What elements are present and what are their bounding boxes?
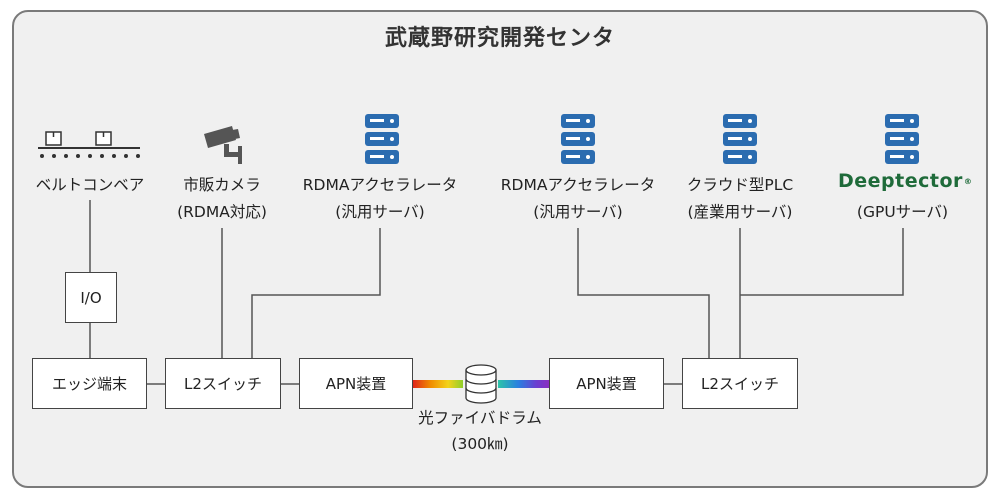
conveyor-name: ベルトコンベア	[35, 176, 145, 194]
server-icon	[561, 114, 595, 164]
io-box: I/O	[65, 272, 117, 323]
fiber-drum-icon	[465, 364, 497, 404]
fiber-label: 光ファイバドラム (300㎞)	[405, 405, 555, 457]
l2-switch-right-box: L2スイッチ	[682, 358, 798, 409]
wire-server-right-switch	[577, 228, 710, 358]
conveyor-label: ベルトコンベア	[20, 172, 160, 199]
registered-mark-icon: ®	[963, 177, 973, 186]
server-right-label: RDMAアクセラレータ (汎用サーバ)	[488, 172, 668, 226]
server-left-note: (汎用サーバ)	[335, 203, 425, 221]
plc-label: クラウド型PLC (産業用サーバ)	[665, 172, 815, 226]
apn-right-box: APN装置	[549, 358, 664, 409]
server-icon	[723, 114, 757, 164]
plc-note: (産業用サーバ)	[687, 203, 793, 221]
plc-name: クラウド型PLC	[686, 176, 794, 194]
server-right-note: (汎用サーバ)	[533, 203, 623, 221]
fiber-rainbow-left	[413, 380, 463, 388]
server-left-label: RDMAアクセラレータ (汎用サーバ)	[290, 172, 470, 226]
camera-note: (RDMA対応)	[177, 203, 267, 221]
deeptector-logo-text: Deeptector	[838, 170, 963, 192]
fiber-name: 光ファイバドラム	[418, 409, 542, 427]
server-right-name: RDMAアクセラレータ	[500, 176, 656, 194]
gpu-note: (GPUサーバ)	[856, 203, 949, 221]
edge-terminal-box: エッジ端末	[32, 358, 147, 409]
server-icon	[365, 114, 399, 164]
deeptector-logo: Deeptector®	[838, 170, 972, 192]
server-icon	[885, 114, 919, 164]
fiber-length: (300㎞)	[451, 435, 509, 453]
fiber-rainbow-right	[498, 380, 549, 388]
wire-server-left-switch	[251, 228, 381, 358]
server-left-name: RDMAアクセラレータ	[302, 176, 458, 194]
gpu-label: (GPUサーバ)	[835, 199, 970, 226]
conveyor-belt-icon	[38, 131, 140, 158]
l2-switch-left-box: L2スイッチ	[165, 358, 281, 409]
wire-gpu-switch	[740, 228, 904, 296]
security-camera-icon	[204, 126, 242, 164]
apn-left-box: APN装置	[299, 358, 413, 409]
camera-label: 市販カメラ (RDMA対応)	[152, 172, 292, 226]
camera-name: 市販カメラ	[183, 176, 261, 194]
diagram-title: 武蔵野研究開発センタ	[384, 26, 615, 51]
